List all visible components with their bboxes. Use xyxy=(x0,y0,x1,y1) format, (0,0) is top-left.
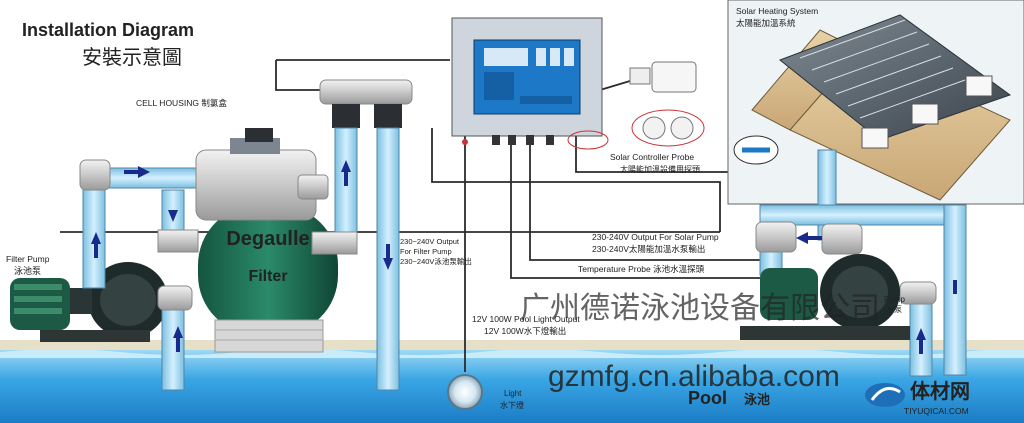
solar-probe-line2: 太陽能加溫設備用探頭 xyxy=(620,164,700,174)
logo-url: TIYUQICAI.COM xyxy=(904,406,969,416)
right-pipework xyxy=(755,149,967,377)
diagram-title-cn: 安裝示意圖 xyxy=(82,46,182,69)
light-output-line1: 12V 100W Pool Light Output xyxy=(472,314,580,324)
output-filter-pump-line3: 230~240V泳池泵輸出 xyxy=(400,256,472,266)
solar-pump-output-line2: 230-240V太陽能加溫水泵輸出 xyxy=(592,244,705,254)
logo-text: 体材网 xyxy=(910,379,970,403)
site-logo: 体材网 TIYUQICAI.COM xyxy=(865,379,970,416)
pool-label: Pool xyxy=(688,388,727,408)
solar-system-label: Solar Heating System xyxy=(736,6,818,16)
output-filter-pump-line2: For Filter Pump xyxy=(400,247,452,256)
cell-housing-label: CELL HOUSING 制氯盒 xyxy=(136,98,227,108)
diagram-title: Installation Diagram xyxy=(22,20,194,40)
solar-pump-output-line1: 230-240V Output For Solar Pump xyxy=(592,232,719,242)
pump-label-cn: 水泵 xyxy=(886,304,902,314)
controller-unit xyxy=(451,17,609,150)
filter-brand-label: Degaulle xyxy=(226,228,309,250)
solar-house xyxy=(727,0,1024,205)
filter-word-label: Filter xyxy=(248,268,287,285)
pump-label: Pump xyxy=(884,295,905,304)
power-sockets xyxy=(629,61,705,147)
pool-light xyxy=(447,374,483,410)
pool-label-cn: 泳池 xyxy=(744,392,770,407)
solar-probe-line1: Solar Controller Probe xyxy=(610,152,694,162)
cell-housing-pipework xyxy=(311,79,413,391)
solar-system-label-cn: 太陽能加溫系統 xyxy=(736,18,796,28)
watermark-company: 广州德诺泳池设备有限公司 xyxy=(520,292,880,325)
pool-water xyxy=(0,340,1024,423)
output-filter-pump-line1: 230~240V Output xyxy=(400,237,460,246)
watermark-url: gzmfg.cn.alibaba.com xyxy=(548,360,840,393)
sand-filter: Degaulle Filter xyxy=(195,128,338,353)
filter-pump-label-cn: 泳池泵 xyxy=(14,265,41,276)
light-label: Light xyxy=(504,389,522,398)
temperature-probe-label: Temperature Probe 泳池水溫探頭 xyxy=(578,264,705,274)
light-label-cn: 水下燈 xyxy=(500,400,524,410)
filter-pump-label: Filter Pump xyxy=(6,254,50,264)
light-output-line2: 12V 100W水下燈輸出 xyxy=(484,326,566,336)
solar-pump xyxy=(740,254,910,340)
filter-pump xyxy=(10,262,168,342)
left-pipework xyxy=(79,159,214,391)
